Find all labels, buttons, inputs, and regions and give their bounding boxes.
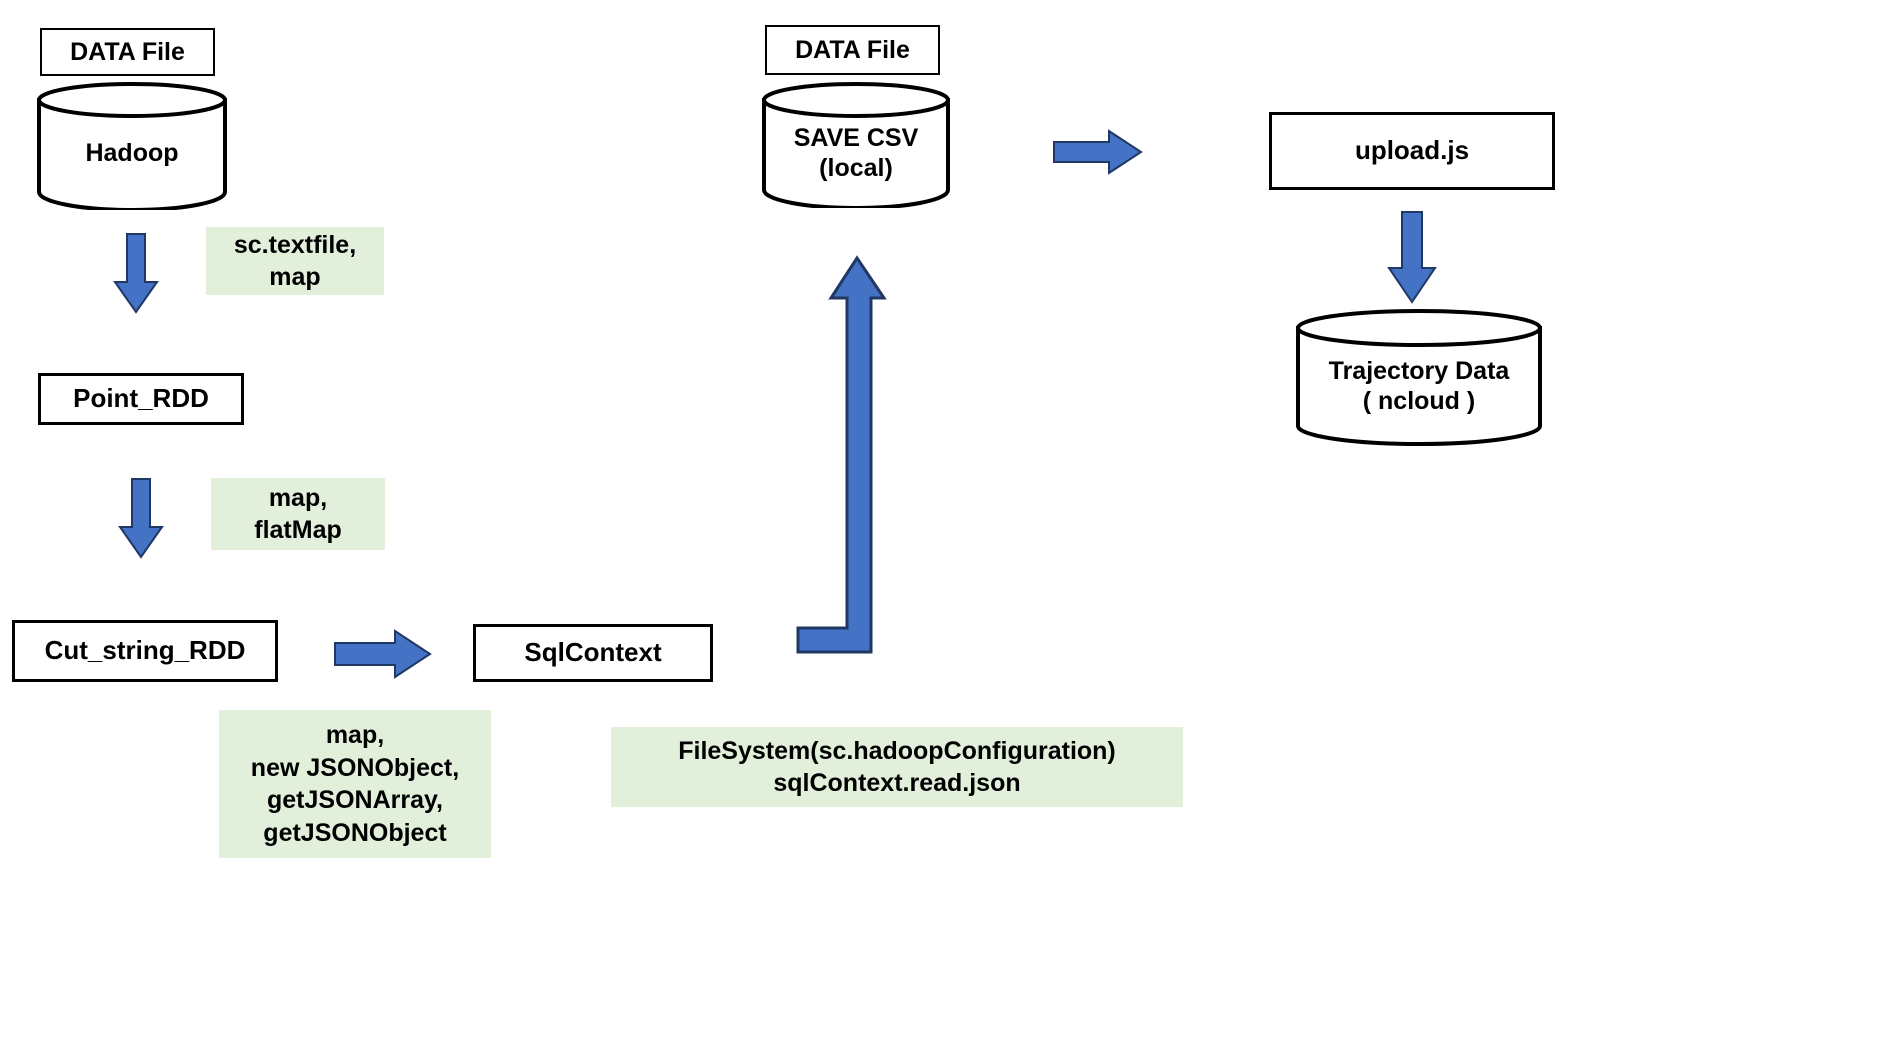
- node-hadoop-database: Hadoop: [35, 82, 229, 210]
- elbow-up-arrow-icon: [796, 255, 887, 654]
- down-arrow-icon: [118, 478, 164, 559]
- node-label: SqlContext: [524, 637, 662, 668]
- cylinder-shape: [762, 82, 950, 208]
- node-sqlcontext: SqlContext: [473, 624, 713, 682]
- note-label: sc.textfile, map: [233, 230, 357, 292]
- arrow-cut-string-rdd-to-sqlcontext: [333, 628, 433, 680]
- node-save-csv-database: SAVE CSV (local): [760, 82, 952, 208]
- node-label: upload.js: [1354, 135, 1470, 166]
- node-upload-js: upload.js: [1269, 112, 1555, 190]
- node-data-file-left: DATA File: [40, 28, 215, 76]
- note-filesystem-sqlcontext: FileSystem(sc.hadoopConfiguration) sqlCo…: [611, 727, 1183, 807]
- node-data-file-middle: DATA File: [765, 25, 940, 75]
- arrow-save-csv-to-upload-js: [1052, 128, 1144, 176]
- arrow-upload-js-to-trajectory-data: [1386, 210, 1438, 306]
- note-sc-textfile-map: sc.textfile, map: [206, 227, 384, 295]
- down-arrow-icon: [1387, 211, 1437, 304]
- note-label: map, new JSONObject, getJSONArray, getJS…: [250, 721, 460, 847]
- cylinder-shape: [37, 82, 227, 210]
- right-arrow-icon: [334, 629, 432, 679]
- node-label: DATA File: [70, 37, 185, 66]
- right-arrow-icon: [1053, 129, 1143, 175]
- node-label: DATA File: [795, 35, 910, 64]
- cylinder-shape: [1296, 309, 1542, 446]
- node-trajectory-data-database: Trajectory Data ( ncloud ): [1294, 308, 1544, 446]
- node-point-rdd: Point_RDD: [38, 373, 244, 425]
- arrow-hadoop-to-point-rdd: [112, 232, 160, 316]
- arrow-sqlcontext-to-save-csv: [792, 250, 892, 662]
- node-label: Cut_string_RDD: [44, 635, 246, 666]
- note-label: map, flatMap: [254, 483, 342, 545]
- note-map-flatmap: map, flatMap: [211, 478, 385, 550]
- node-label: Point_RDD: [73, 383, 209, 414]
- down-arrow-icon: [113, 233, 159, 314]
- note-label: FileSystem(sc.hadoopConfiguration) sqlCo…: [678, 736, 1116, 798]
- node-cut-string-rdd: Cut_string_RDD: [12, 620, 278, 682]
- arrow-point-rdd-to-cut-string-rdd: [117, 477, 165, 561]
- note-json-methods: map, new JSONObject, getJSONArray, getJS…: [219, 710, 491, 858]
